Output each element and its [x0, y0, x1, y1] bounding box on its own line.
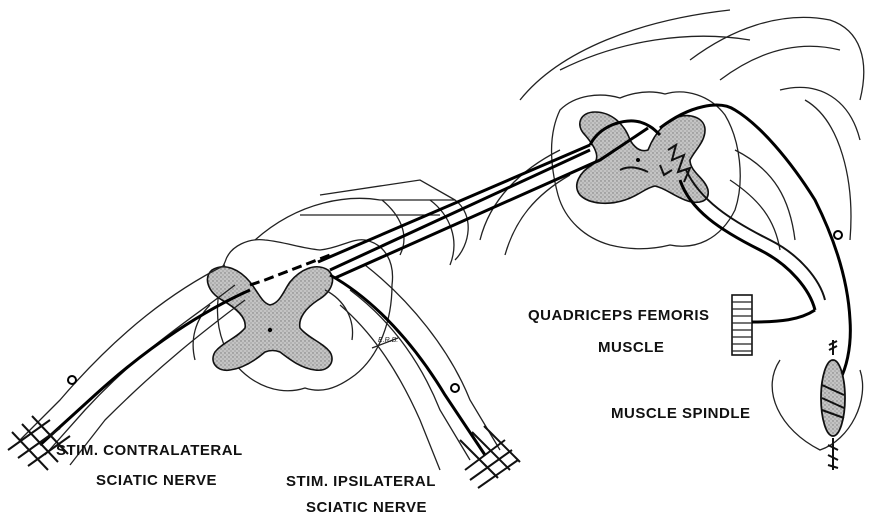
label-stim-contralateral-line2: SCIATIC NERVE	[96, 472, 217, 489]
label-stim-ipsilateral-line1: STIM. IPSILATERAL	[286, 473, 436, 490]
upper-central-canal	[636, 158, 640, 162]
lower-gray-matter	[207, 267, 332, 370]
right-stimulator-electrodes	[460, 426, 520, 488]
upper-spinal-segment	[480, 10, 864, 380]
label-quadriceps-line2: MUSCLE	[598, 339, 664, 356]
label-stim-contralateral-line1: STIM. CONTRALATERAL	[56, 442, 243, 459]
label-quadriceps-line1: QUADRICEPS FEMORIS	[528, 307, 710, 324]
quadriceps-femoris-muscle	[732, 295, 815, 355]
upper-gray-matter	[577, 112, 708, 203]
label-stim-ipsilateral-line2: SCIATIC NERVE	[306, 499, 427, 516]
muscle-spindle	[772, 340, 862, 470]
label-muscle-spindle: MUSCLE SPINDLE	[611, 405, 751, 422]
artist-signature: E.R.B.	[378, 337, 398, 344]
lower-central-canal	[268, 328, 272, 332]
